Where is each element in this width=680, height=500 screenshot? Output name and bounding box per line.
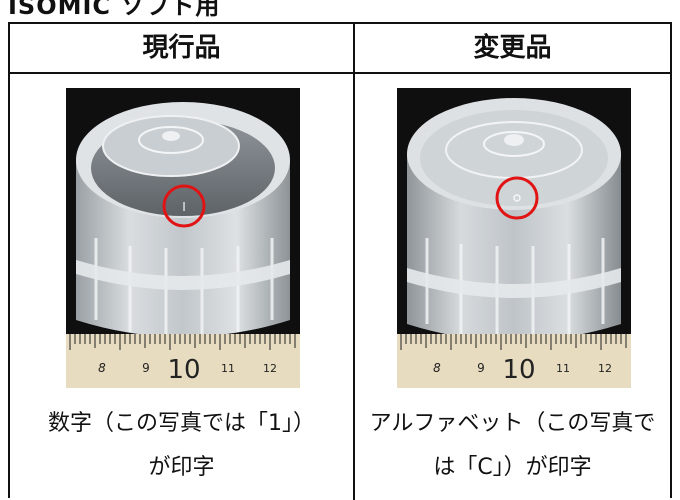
header-current-product: 現行品 [142,33,221,63]
caption-changed-line-1: アルファベット（この写真で [369,411,656,436]
ruler-labels: 8 9 10 11 12 [98,355,277,385]
ruler-label-8: 8 [98,361,106,375]
comparison-table: 現行品 変更品 [8,22,672,500]
ruler-label-12: 12 [263,362,277,375]
highlight-circle [495,176,539,220]
ruler-label-11: 11 [221,362,235,375]
current-product-photo: I 8 9 10 11 12 [66,88,300,388]
printed-mark [513,194,521,202]
highlight-circle [162,184,206,228]
caption-current-line-2: が印字 [148,455,215,480]
ruler-label-10: 10 [167,355,200,385]
changed-product-illustration: 8 9 10 11 12 [397,98,631,388]
cup-top-knob [504,134,524,146]
ruler-label-10: 10 [502,355,535,385]
current-product-illustration: I 8 9 10 11 12 [66,102,300,388]
cup-top-ring [138,126,204,154]
ruler-labels: 8 9 10 11 12 [433,355,612,385]
caption-changed-line-2: は「C」）が印字 [433,455,592,480]
ruler-ticks [400,334,627,350]
ruler-ticks [69,334,296,350]
header-changed-product: 変更品 [473,33,552,63]
ruler-label-8: 8 [433,361,441,375]
cup-top-disk [102,115,240,177]
cup-top-knob [162,131,180,141]
cup-top [420,110,608,206]
column-divider [353,24,355,500]
cup-band [76,260,290,290]
ruler-label-12: 12 [598,362,612,375]
caption-current-product: 数字（この写真では「1」） が印字 [10,402,353,490]
cup-ribs [94,238,274,338]
changed-product-photo: 8 9 10 11 12 [397,88,631,388]
ruler-label-9: 9 [142,361,150,375]
ruler-label-9: 9 [477,361,485,375]
ruler-label-11: 11 [556,362,570,375]
caption-changed-product: アルファベット（この写真で は「C」）が印字 [355,402,670,490]
caption-current-line-1: 数字（この写真では「1」） [48,411,315,436]
cup-band [407,268,621,298]
printed-mark: I [182,200,186,214]
cup-top-ring-inner [483,131,545,157]
document-title: ISOMIC ソフト用 [8,0,221,20]
table-header-row: 現行品 変更品 [10,24,670,74]
